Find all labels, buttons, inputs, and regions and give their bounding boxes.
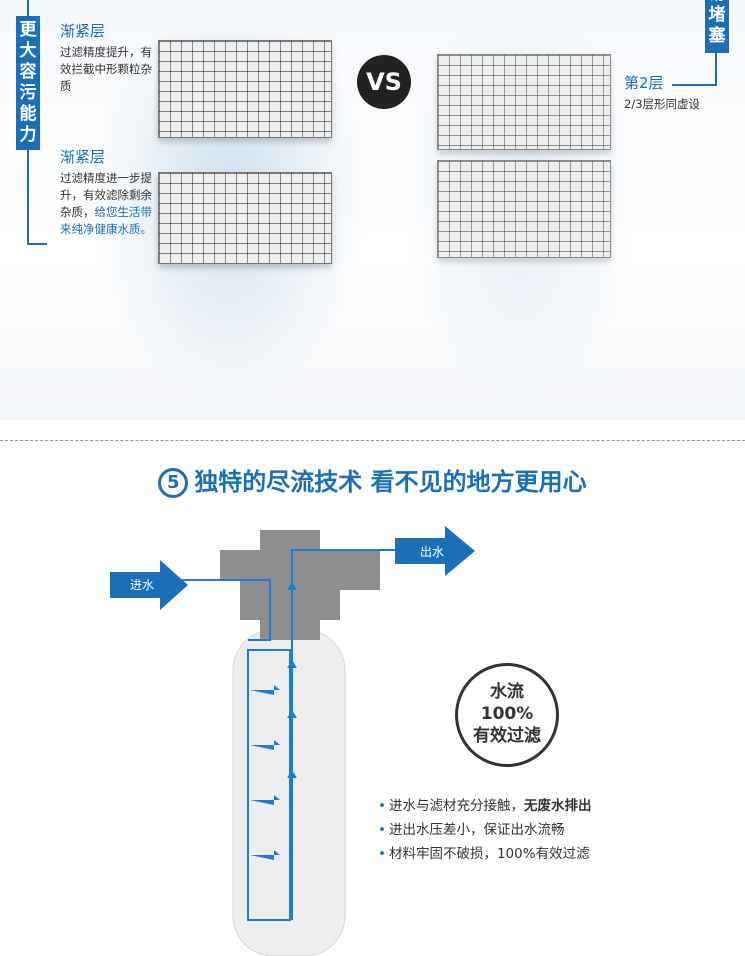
badge-line3: 有效过滤 <box>473 726 541 746</box>
feature-text: 材料牢固不破损，100%有效过滤 <box>388 846 590 862</box>
inlet-flow <box>180 579 271 641</box>
badge-line2: 100% <box>480 704 534 724</box>
filter-flow-diagram <box>110 526 475 956</box>
layer1-desc: 过滤精度提升，有效拦截中形颗粒杂质 <box>60 45 152 93</box>
valve-head <box>220 530 380 640</box>
outlet-flow <box>291 549 400 920</box>
layer2-desc-text: 过滤精度进一步提升，有效滤除剩余杂质， <box>60 171 152 219</box>
clog-label: 易堵塞 <box>705 0 729 53</box>
feature-text: 进水与滤材充分接触， <box>388 798 524 814</box>
efficiency-badge: 水流 100% 有效过滤 <box>455 663 559 767</box>
layer1-title: 渐紧层 <box>60 22 106 40</box>
inner-tube <box>247 649 291 921</box>
layer-right-title: 第2层 <box>624 74 664 92</box>
feature-text: 进出水压差小，保证出水流畅 <box>388 822 565 838</box>
feature-item: •进水与滤材充分接触，无废水排出 <box>378 798 592 814</box>
outlet-label: 出水 <box>420 545 445 559</box>
outlet-arrow <box>395 526 475 576</box>
feature-list: •进水与滤材充分接触，无废水排出 •进出水压差小，保证出水流畅 •材料牢固不破损… <box>378 794 591 866</box>
vs-badge: VS <box>357 55 411 109</box>
layer2-title: 渐紧层 <box>60 148 106 166</box>
section-number: 5 <box>158 468 189 498</box>
dashed-divider <box>0 440 745 441</box>
inlet-label: 进水 <box>130 578 155 592</box>
filter-block-3 <box>437 54 611 150</box>
layer2-desc: 过滤精度进一步提升，有效滤除剩余杂质，给您生活带来纯净健康水质。 <box>60 170 152 238</box>
layer-right-desc: 2/3层形同虚设 <box>624 97 701 111</box>
badge-line1: 水流 <box>490 682 524 702</box>
capacity-label: 更大容污能力 <box>16 16 40 150</box>
feature-bold: 无废水排出 <box>523 798 592 814</box>
filter-block-1 <box>158 40 332 138</box>
feature-item: •进出水压差小，保证出水流畅 <box>378 822 565 838</box>
layer2-desc-highlight: 给您生活带来纯净健康水质。 <box>60 205 152 236</box>
filter-block-2 <box>158 172 332 264</box>
feature-item: •材料牢固不破损，100%有效过滤 <box>378 846 590 862</box>
section-title-text: 独特的尽流技术 看不见的地方更用心 <box>194 468 587 496</box>
filter-block-4 <box>437 160 611 258</box>
comparison-panel: 更大容污能力 渐紧层 过滤精度提升，有效拦截中形颗粒杂质 渐紧层 过滤精度进一步… <box>0 0 745 420</box>
inlet-arrow <box>110 560 188 610</box>
